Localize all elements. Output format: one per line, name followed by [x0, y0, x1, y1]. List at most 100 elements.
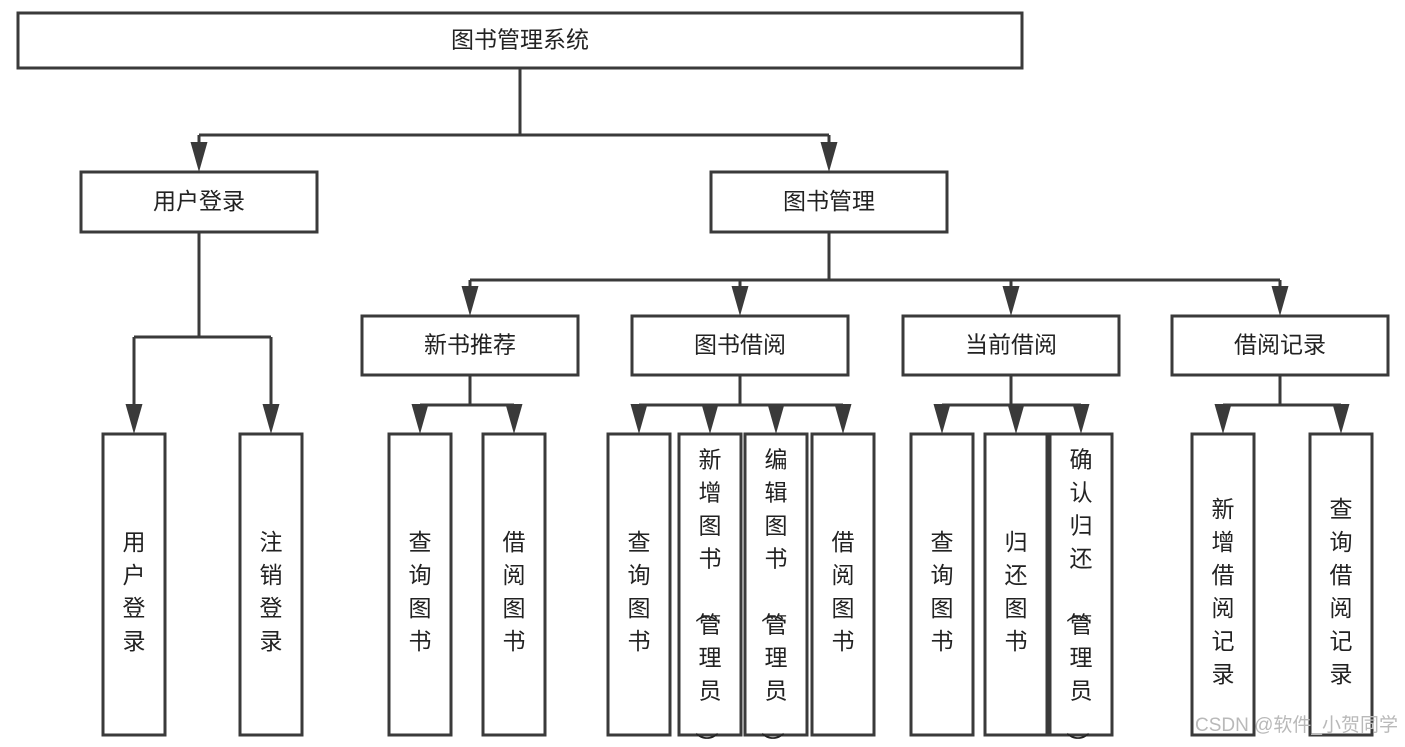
node-box[interactable] [481, 432, 547, 737]
node-label-char: 阅 [832, 562, 855, 588]
node-label: 注销登录 [260, 529, 283, 654]
node-label: 确认归还（管理员） [1065, 447, 1093, 747]
arrow-head-icon [1072, 404, 1090, 434]
connectors-layer [125, 68, 1350, 434]
node-n-book-borrow[interactable]: 图书借阅 [630, 314, 850, 377]
arrow-head-icon [505, 404, 523, 434]
node-box[interactable] [101, 432, 167, 737]
node-label-char: 书 [699, 546, 722, 572]
node-l-bb-borrow[interactable]: 借阅图书 [810, 432, 876, 737]
node-label-char: 登 [260, 595, 283, 621]
node-label-char: 员 [699, 678, 722, 704]
node-box[interactable] [238, 432, 304, 737]
node-label: 图书管理 [783, 188, 875, 214]
connector-group-g-manage [461, 232, 1289, 316]
node-label-char: ） [760, 732, 786, 747]
node-label-char: 书 [931, 628, 954, 654]
node-label-char: 查 [628, 529, 651, 555]
node-box[interactable] [677, 432, 743, 737]
arrow-head-icon [1007, 404, 1025, 434]
node-label-char: 图 [832, 595, 855, 621]
node-label-char: 录 [123, 628, 146, 654]
node-label-char: 图 [931, 595, 954, 621]
node-box[interactable] [709, 170, 949, 234]
nodes-layer: 图书管理系统用户登录图书管理新书推荐图书借阅当前借阅借阅记录用户登录注销登录查询… [16, 11, 1390, 747]
node-box[interactable] [909, 432, 975, 737]
node-label-char: 归 [1070, 513, 1093, 539]
node-label-char: 记 [1330, 628, 1353, 654]
node-label-char: 辑 [765, 480, 788, 506]
node-l-user-logout[interactable]: 注销登录 [238, 432, 304, 737]
node-l-br-query[interactable]: 查询借阅记录 [1308, 432, 1374, 737]
node-l-cb-confirm[interactable]: 确认归还（管理员） [1048, 432, 1114, 747]
node-label-char: （ [1065, 600, 1091, 623]
node-label-char: 注 [260, 529, 283, 555]
node-label: 归还图书 [1005, 529, 1028, 654]
node-l-bb-edit[interactable]: 编辑图书（管理员） [743, 432, 809, 747]
node-l-user-login[interactable]: 用户登录 [101, 432, 167, 737]
node-label: 查询图书 [409, 529, 432, 654]
node-label: 图书管理系统 [451, 27, 589, 53]
node-box[interactable] [360, 314, 580, 377]
node-label-char: 图 [765, 513, 788, 539]
node-l-bb-query[interactable]: 查询图书 [606, 432, 672, 737]
node-l-nbr-borrow[interactable]: 借阅图书 [481, 432, 547, 737]
node-label-char: 借 [1212, 562, 1235, 588]
node-box[interactable] [1308, 432, 1374, 737]
node-box[interactable] [387, 432, 453, 737]
node-label-char: 管 [1070, 612, 1093, 638]
connector-group-g-bb [630, 375, 852, 434]
arrow-head-icon [834, 404, 852, 434]
node-label-char: 销 [260, 562, 283, 588]
node-box[interactable] [16, 11, 1024, 70]
node-l-nbr-query[interactable]: 查询图书 [387, 432, 453, 737]
node-l-bb-add[interactable]: 新增图书（管理员） [677, 432, 743, 747]
node-label: 新书推荐 [424, 332, 516, 358]
node-label: 借阅图书 [503, 529, 526, 654]
node-box[interactable] [1190, 432, 1256, 737]
node-label-char: 书 [503, 628, 526, 654]
node-l-br-add[interactable]: 新增借阅记录 [1190, 432, 1256, 737]
connector-group-g-nbr [411, 375, 523, 434]
node-root[interactable]: 图书管理系统 [16, 11, 1024, 70]
node-box[interactable] [1048, 432, 1114, 737]
node-label-char: 增 [699, 480, 722, 506]
node-label-char: 管 [699, 612, 722, 638]
node-box[interactable] [606, 432, 672, 737]
node-label: 新增图书（管理员） [694, 447, 722, 747]
node-box[interactable] [810, 432, 876, 737]
node-label: 图书借阅 [694, 332, 786, 358]
node-n-book-manage[interactable]: 图书管理 [709, 170, 949, 234]
node-label: 用户登录 [123, 529, 146, 654]
node-box[interactable] [743, 432, 809, 737]
node-label-char: 书 [832, 628, 855, 654]
node-label-char: 询 [409, 562, 432, 588]
arrow-head-icon [767, 404, 785, 434]
node-n-new-book-rec[interactable]: 新书推荐 [360, 314, 580, 377]
node-box[interactable] [79, 170, 319, 234]
connector-group-g-br [1214, 375, 1350, 434]
node-l-cb-query[interactable]: 查询图书 [909, 432, 975, 737]
node-label-char: 新 [1212, 496, 1235, 522]
node-box[interactable] [901, 314, 1121, 377]
node-label-char: 理 [1070, 645, 1093, 671]
node-n-user-login[interactable]: 用户登录 [79, 170, 319, 234]
arrow-head-icon [190, 142, 208, 172]
node-label-char: 还 [1005, 562, 1028, 588]
node-n-borrow-record[interactable]: 借阅记录 [1170, 314, 1390, 377]
node-label-char: 查 [1330, 496, 1353, 522]
node-box[interactable] [630, 314, 850, 377]
node-box[interactable] [1170, 314, 1390, 377]
node-label-char: 还 [1070, 546, 1093, 572]
node-l-cb-return[interactable]: 归还图书 [983, 432, 1049, 737]
node-label-char: 阅 [1330, 595, 1353, 621]
node-box[interactable] [983, 432, 1049, 737]
arrow-head-icon [411, 404, 429, 434]
node-label-char: 编 [765, 447, 788, 473]
node-label-char: 书 [409, 628, 432, 654]
node-label: 借阅记录 [1234, 332, 1326, 358]
arrow-head-icon [933, 404, 951, 434]
node-label-char: 书 [1005, 628, 1028, 654]
node-n-current-borrow[interactable]: 当前借阅 [901, 314, 1121, 377]
